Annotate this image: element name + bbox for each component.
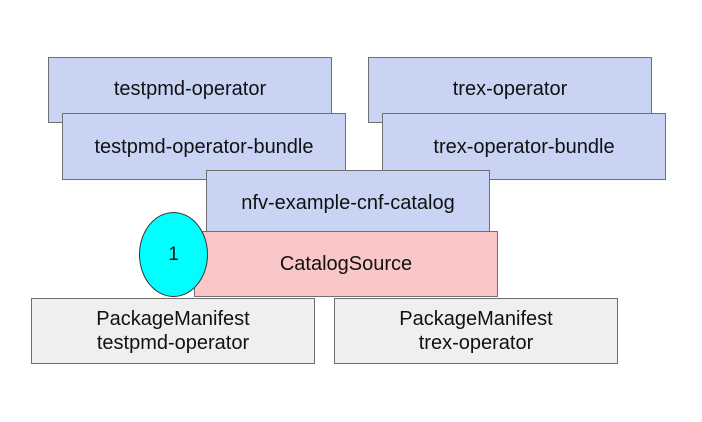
testpmd-operator-box: testpmd-operator [48, 57, 332, 123]
package-manifest-name: testpmd-operator [96, 332, 250, 354]
testpmd-operator-bundle-label: testpmd-operator-bundle [94, 135, 314, 158]
trex-operator-bundle-label: trex-operator-bundle [433, 135, 615, 158]
trex-operator-bundle-box: trex-operator-bundle [382, 113, 666, 180]
package-manifest-name: trex-operator [418, 332, 534, 354]
catalog-image-box: nfv-example-cnf-catalog [206, 170, 490, 236]
step-callout-number: 1 [168, 243, 179, 265]
testpmd-operator-bundle-box: testpmd-operator-bundle [62, 113, 346, 180]
catalog-source-label: CatalogSource [279, 253, 413, 275]
package-manifest-kind: PackageManifest [399, 308, 553, 330]
package-manifest-trex-box: PackageManifest trex-operator [334, 298, 618, 364]
package-manifest-kind: PackageManifest [96, 308, 250, 330]
step-callout-badge: 1 [139, 212, 208, 297]
testpmd-operator-label: testpmd-operator [113, 78, 267, 100]
catalog-image-label: nfv-example-cnf-catalog [241, 192, 455, 214]
trex-operator-label: trex-operator [452, 78, 568, 100]
catalog-source-box: CatalogSource [194, 231, 498, 297]
package-manifest-testpmd-box: PackageManifest testpmd-operator [31, 298, 315, 364]
